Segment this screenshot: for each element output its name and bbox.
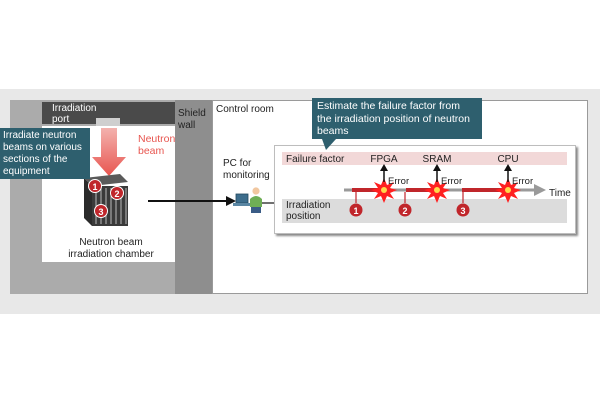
error-label-cpu: Error	[512, 176, 533, 187]
error-burst-fpga	[371, 178, 397, 203]
irradiation-position-row	[282, 199, 567, 223]
port-opening	[96, 118, 120, 126]
rack-marker-2-text: 2	[114, 189, 119, 199]
rack-marker-1	[88, 179, 102, 193]
component-fpga: FPGA	[370, 154, 398, 165]
failure-factor-label: Failure factor	[286, 154, 345, 165]
shield-wall-label: Shield wall	[178, 108, 206, 131]
irradiation-port-label: Irradiation port	[52, 103, 97, 125]
error-label-fpga: Error	[388, 176, 409, 187]
irradiation-port	[42, 102, 175, 124]
position-marker-2-text: 2	[402, 206, 407, 216]
rack-marker-3	[94, 204, 108, 218]
component-cpu: CPU	[497, 154, 518, 165]
time-axis-arrowhead	[534, 184, 546, 196]
position-marker-3	[456, 203, 470, 217]
pc-label: PC for monitoring	[223, 158, 270, 181]
error-label-sram: Error	[441, 176, 462, 187]
rack-marker-3-text: 3	[98, 207, 103, 217]
error-burst-cpu	[495, 178, 521, 203]
shield-wall	[175, 100, 212, 294]
chamber-label: Neutron beam irradiation chamber	[68, 237, 154, 260]
position-marker-1-text: 1	[353, 206, 358, 216]
rack-marker-1-text: 1	[92, 182, 97, 192]
callout-irradiate: Irradiate neutron beams on various secti…	[0, 128, 90, 179]
irradiation-position-label: Irradiation position	[286, 200, 331, 222]
control-room-label: Control room	[216, 104, 274, 115]
position-marker-1	[349, 203, 363, 217]
monitoring-pc-icon	[233, 187, 262, 213]
error-burst-sram	[424, 178, 450, 203]
time-label: Time	[549, 188, 571, 199]
neutron-beam-label: Neutron beam	[138, 133, 176, 157]
failure-factor-row	[282, 152, 567, 165]
neutron-beam-arrow	[92, 128, 126, 176]
data-flow-arrowhead	[226, 196, 236, 206]
callout-estimate: Estimate the failure factor from the irr…	[312, 98, 482, 139]
error-arrowhead-cpu	[504, 164, 512, 171]
position-marker-3-text: 3	[460, 206, 465, 216]
rack-marker-2	[110, 186, 124, 200]
position-marker-2	[398, 203, 412, 217]
component-sram: SRAM	[423, 154, 452, 165]
error-arrowhead-sram	[433, 164, 441, 171]
error-arrowhead-fpga	[380, 164, 388, 171]
